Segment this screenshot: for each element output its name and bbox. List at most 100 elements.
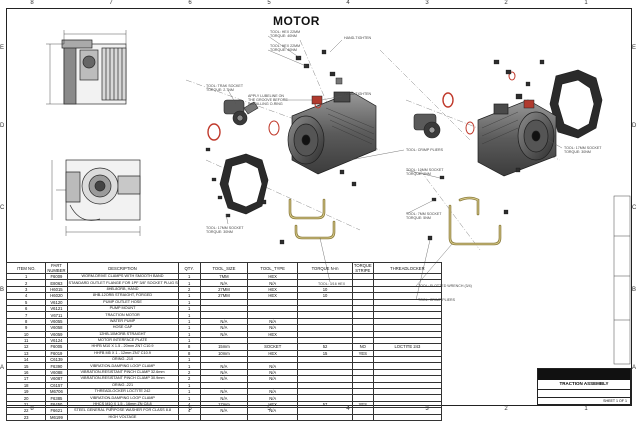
bom-cell: N/A [199,317,249,326]
bom-cell [372,317,443,326]
zone-label: E [632,45,637,51]
bom-cell: 10mm [199,349,249,358]
bom-header-row: ITEM NO. PART NUMBER DESCRIPTION QTY. TO… [5,262,443,274]
bom-cell: V6124 [45,336,68,345]
bom-cell [372,324,443,332]
bom-cell [297,413,353,421]
bom-cell: 4 [5,292,47,300]
bom-cell: V6121 [45,304,68,313]
bom-cell [297,336,353,345]
bom-cell: V6059 [45,330,68,338]
bom-cell: 12 [5,343,47,351]
front-view-pump-assembly [46,30,127,105]
bom-header-cell: PART NUMBER [45,262,68,274]
bom-cell: 2 [177,375,201,383]
bom-cell: 27MM [199,292,249,300]
bom-cell: H6020 [45,292,68,300]
bom-cell [297,317,353,326]
bom-cell: C6139 [45,356,68,364]
bom-cell [247,413,299,421]
bom-cell: 1 [177,362,201,370]
bom-cell [372,381,443,390]
bom-cell [199,356,249,364]
bom-cell: F6019 [45,349,68,358]
bom-cell: 2 [5,279,47,287]
bom-cell: 1 [177,292,201,300]
bom-cell: F6385 [45,394,68,402]
drawing-title: MOTOR [273,14,320,28]
zone-label: 1 [584,406,588,412]
bom-cell: N/A [199,362,249,370]
zone-label: B [632,287,637,293]
bom-header-cell: THREADLOCKER [372,262,443,274]
bom-cell: 1 [177,387,201,396]
bom-cell: 14 [5,356,47,364]
zone-label: 5 [267,0,271,6]
bom-cell: M6199 [45,413,68,421]
hose-assembly-left [288,198,336,240]
bom-cell: 9 [5,324,47,332]
title-block-divider [538,397,630,398]
bom-cell: 11 [5,336,47,345]
side-view-pump-assembly [51,159,141,236]
bom-cell: 10 [297,285,353,294]
bom-cell: C6157 [45,381,68,390]
bom-cell [372,400,443,409]
traction-motor-right [477,99,557,177]
bom-cell: 23 [5,413,47,421]
bom-cell [372,330,443,338]
callout-text: HAND-TIGHTEN [344,36,372,40]
bom-cell: 15 [5,362,47,370]
bom-cell [297,356,353,364]
bom-cell [297,311,353,319]
bom-cell: 10 [297,292,353,300]
bom-cell [372,304,443,313]
bom-cell: 1 [177,317,201,326]
zone-labels-right: E D C B A [632,8,638,406]
bom-header-cell: ITEM NO. [5,262,47,274]
bom-cell [199,298,249,306]
bom-cell [351,413,374,421]
bom-cell [372,279,443,287]
bom-cell [372,336,443,345]
bom-cell [199,381,249,390]
bom-cell [372,356,443,364]
bom-cell [297,330,353,338]
title-block-sheet: SHEET 1 OF 1 [603,399,627,403]
bom-cell: N/A [199,375,249,383]
bom-cell: V6088 [45,368,68,377]
bom-cell: 6 [5,304,47,313]
bom-cell: N/A [199,324,249,332]
bom-cell: F6005 [45,343,68,351]
bom-cell [372,349,443,358]
bom-cell: VIBRATION-RESISTANT PINCH CLAMP 32.6mm [66,368,179,377]
bom-cell: 1 [177,381,201,390]
pump-unit-left [223,99,259,126]
zone-label: 2 [504,406,508,412]
bill-of-materials-table: ITEM NO. PART NUMBER DESCRIPTION QTY. TO… [5,262,443,421]
callout-text: HAND-TIGHTEN [344,92,372,96]
bom-cell: V6055 [45,317,68,326]
bom-cell: 18 [5,381,47,390]
bom-cell [372,375,443,383]
bom-cell: 1 [177,394,201,402]
bom-cell: F6009 [45,272,68,281]
left-exploded-assembly [205,49,377,245]
bom-cell: STEEL GENERAL PURPOSE WASHER FOR CLASS 8… [66,407,179,415]
bom-cell: N/A [199,279,249,287]
